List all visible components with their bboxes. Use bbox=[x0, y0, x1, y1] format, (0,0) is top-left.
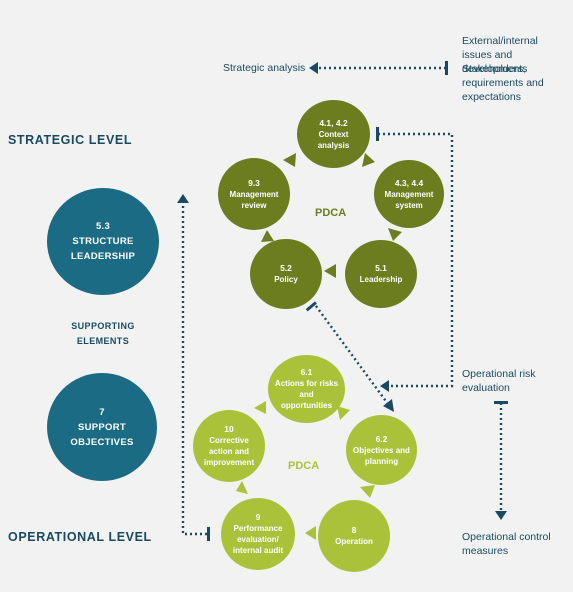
supporting-line-1: SUPPORTING bbox=[71, 321, 135, 331]
strategic-level-heading: STRATEGIC LEVEL bbox=[8, 133, 133, 147]
structure-line2: LEADERSHIP bbox=[70, 251, 136, 262]
bar-performance bbox=[207, 527, 210, 541]
corrective-action-circle: 10 Corrective action and improvement bbox=[193, 410, 265, 482]
management-review-text: Management review bbox=[229, 189, 279, 210]
arrowhead-control bbox=[495, 511, 507, 520]
support-line2: OBJECTIVES bbox=[70, 436, 134, 448]
strategic-analysis-label: Strategic analysis bbox=[223, 62, 306, 74]
structure-leadership-circle: 5.3 STRUCTURE LEADERSHIP bbox=[47, 188, 159, 295]
feedback-loop-connector bbox=[181, 202, 207, 536]
context-analysis-text: Context analysis bbox=[317, 129, 350, 150]
structure-num: 5.3 bbox=[95, 221, 111, 232]
strategic-pdca-label: PDCA bbox=[315, 207, 347, 219]
context-analysis-num: 4.1, 4.2 bbox=[319, 117, 348, 128]
arrowhead-feedback bbox=[177, 194, 189, 203]
context-risk-connector bbox=[378, 132, 454, 388]
arrowhead-strategic bbox=[309, 62, 318, 74]
operational-risk-label: Operational risk evaluation bbox=[462, 368, 536, 394]
cycle-arrow-o1 bbox=[337, 406, 350, 420]
performance-evaluation-text: Performance evaluation/ internal audit bbox=[232, 524, 284, 555]
corrective-action-text: Corrective action and improvement bbox=[203, 436, 255, 467]
arrowhead-risk bbox=[380, 380, 389, 392]
operational-control-label: Operational control measures bbox=[462, 531, 551, 557]
objectives-planning-num: 6.2 bbox=[375, 433, 388, 444]
support-line1: SUPPORT bbox=[77, 421, 127, 433]
cycle-arrow-s3 bbox=[324, 264, 336, 278]
performance-evaluation-circle: 9 Performance evaluation/ internal audit bbox=[221, 498, 295, 570]
risks-opportunities-num: 6.1 bbox=[300, 367, 313, 377]
bar-risk bbox=[494, 401, 508, 404]
context-analysis-circle: 4.1, 4.2 Context analysis bbox=[297, 100, 370, 168]
cycle-arrow-s4 bbox=[261, 230, 274, 242]
bar-policy bbox=[305, 301, 317, 312]
stakeholders-label: Stakeholders, requirements and expectati… bbox=[462, 63, 544, 103]
support-objectives-circle: 7 SUPPORT OBJECTIVES bbox=[47, 373, 157, 481]
corrective-action-num: 10 bbox=[224, 424, 234, 434]
supporting-elements-label: SUPPORTING ELEMENTS bbox=[43, 319, 163, 349]
cycle-arrow-o3 bbox=[305, 526, 316, 540]
risks-opportunities-text: Actions for risks and opportunities bbox=[274, 379, 339, 410]
management-system-num: 4.3, 4.4 bbox=[394, 177, 424, 188]
operational-pdca-label: PDCA bbox=[288, 460, 320, 472]
leadership-text: Leadership bbox=[359, 275, 403, 284]
leadership-num: 5.1 bbox=[375, 263, 387, 273]
operational-level-heading: OPERATIONAL LEVEL bbox=[8, 530, 152, 544]
operation-circle: 8 Operation bbox=[318, 500, 390, 572]
policy-circle: 5.2 Policy bbox=[250, 239, 322, 309]
arrowhead-objectives bbox=[383, 399, 394, 412]
risks-opportunities-circle: 6.1 Actions for risks and opportunities bbox=[268, 355, 345, 423]
bar-external bbox=[445, 61, 448, 75]
management-system-text: Management system bbox=[384, 189, 434, 210]
support-num: 7 bbox=[99, 406, 105, 418]
objectives-planning-circle: 6.2 Objectives and planning bbox=[346, 415, 417, 485]
cycle-arrow-s1 bbox=[362, 153, 375, 167]
cycle-arrow-s2 bbox=[388, 228, 402, 241]
policy-text: Policy bbox=[274, 275, 298, 284]
bar-context bbox=[376, 127, 379, 141]
management-review-num: 9.3 bbox=[248, 177, 260, 188]
objectives-planning-text: Objectives and planning bbox=[353, 445, 410, 466]
cycle-arrow-o2 bbox=[360, 485, 375, 498]
policy-objectives-connector bbox=[315, 305, 389, 405]
cycle-arrow-o4 bbox=[236, 481, 248, 494]
cycle-arrow-o5 bbox=[254, 401, 266, 414]
operation-num: 8 bbox=[351, 525, 357, 535]
external-issues-label: External/internal issues and development… bbox=[462, 35, 538, 75]
cycle-arrow-s5 bbox=[283, 153, 296, 167]
management-review-circle: 9.3 Management review bbox=[218, 158, 290, 230]
supporting-line-2: ELEMENTS bbox=[76, 336, 130, 346]
operation-text: Operation bbox=[335, 537, 373, 546]
leadership-circle: 5.1 Leadership bbox=[345, 240, 417, 308]
policy-num: 5.2 bbox=[280, 263, 292, 273]
structure-line1: STRUCTURE bbox=[72, 236, 134, 247]
management-system-circle: 4.3, 4.4 Management system bbox=[374, 160, 444, 228]
performance-evaluation-num: 9 bbox=[255, 512, 261, 522]
